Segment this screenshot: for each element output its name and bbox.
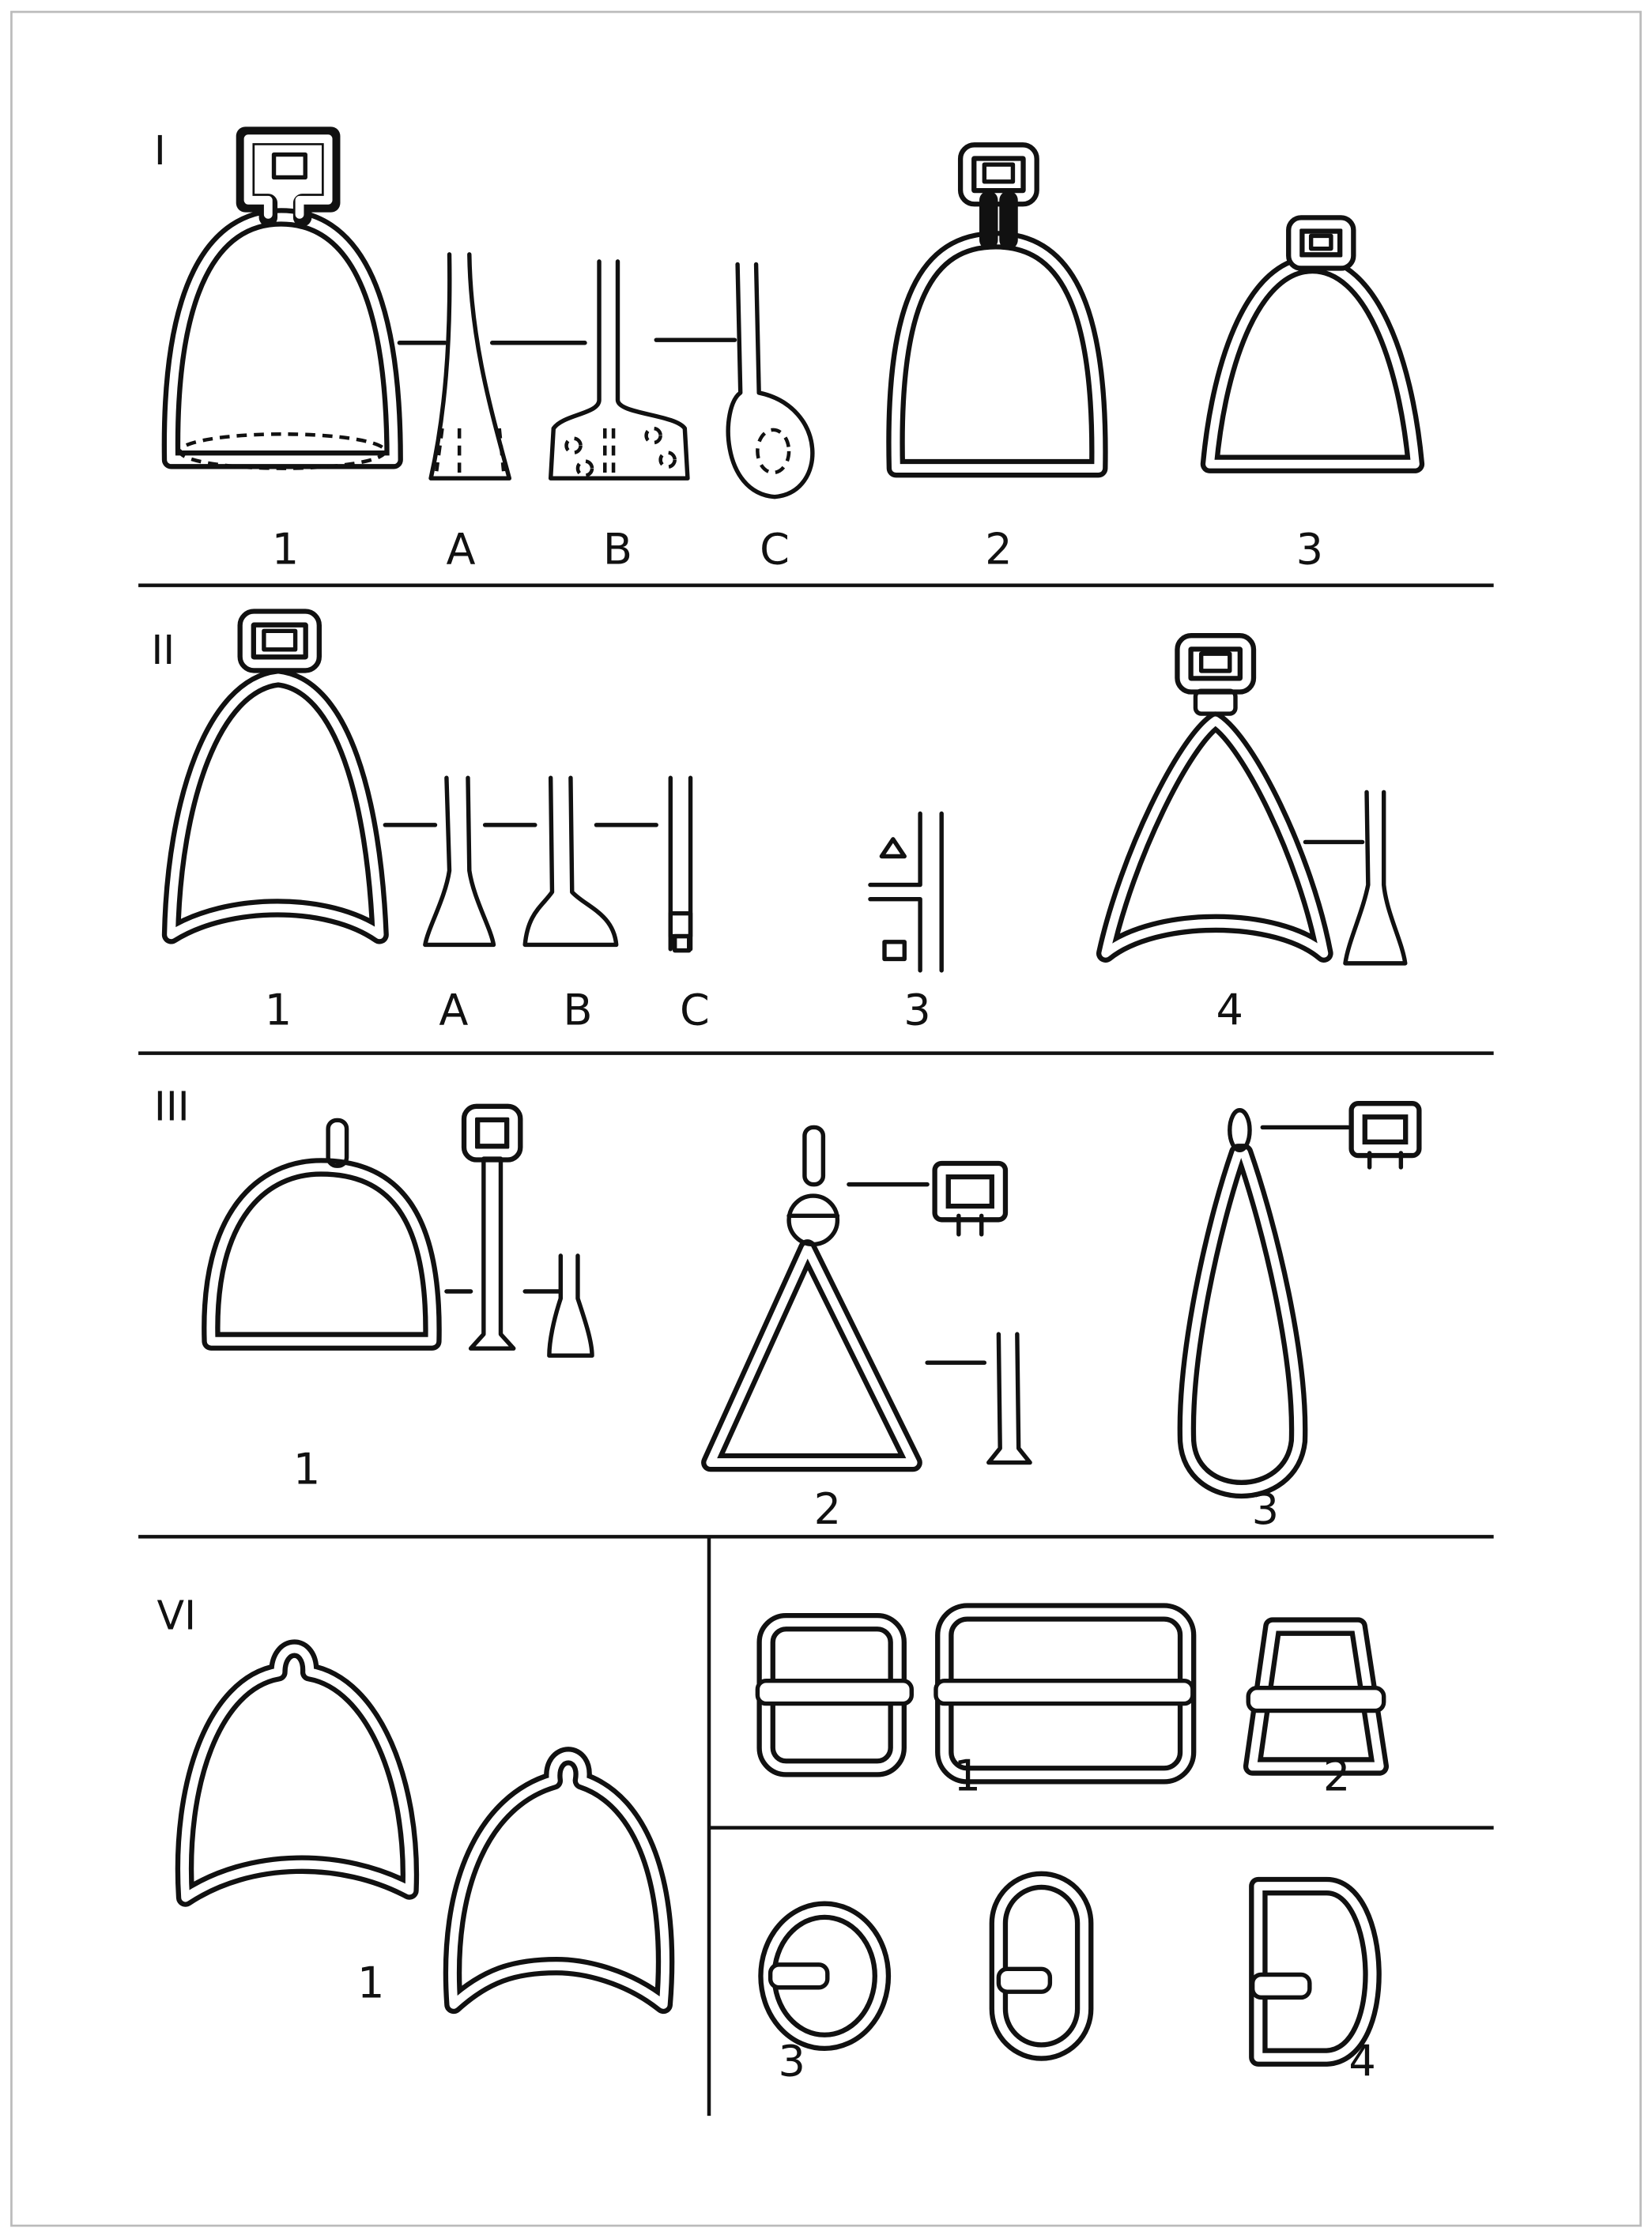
stirrup-I-3 xyxy=(1200,215,1425,473)
stirrup-I-1 xyxy=(161,126,403,470)
stirrup-VI-1b xyxy=(443,1747,675,2015)
buckle-3b xyxy=(989,1871,1094,2061)
figure-label: A xyxy=(446,525,475,575)
stirrup-I-2 xyxy=(886,142,1108,478)
section-II-C xyxy=(668,775,693,953)
section-label: III xyxy=(154,1083,190,1129)
figure-label: 4 xyxy=(1348,2037,1375,2086)
buckles-top: 1 2 xyxy=(755,1603,1390,1801)
stirrup-III-3 xyxy=(1177,1101,1422,1499)
stirrup-III-1 xyxy=(202,1103,594,1358)
figure-label: B xyxy=(603,525,632,575)
figure-label: B xyxy=(563,985,592,1035)
section-label: VI xyxy=(157,1593,196,1639)
section-I-B xyxy=(548,259,690,481)
figure-label: C xyxy=(760,525,790,575)
figure-label: 3 xyxy=(778,2037,805,2086)
figure-label: 3 xyxy=(1296,525,1323,575)
plate-border xyxy=(10,10,1642,2227)
section-label: II xyxy=(151,627,175,673)
figure-label: 1 xyxy=(272,525,299,575)
figure-label: 1 xyxy=(265,985,292,1035)
stirrup-II-1 xyxy=(161,609,389,944)
section-II: II 1 A B C 3 4 xyxy=(151,609,1408,1035)
figure-label: 1 xyxy=(953,1751,980,1801)
figure-label: A xyxy=(439,985,468,1035)
figure-label: 2 xyxy=(985,525,1012,575)
section-I-A xyxy=(428,252,512,481)
section-label: I xyxy=(154,127,166,174)
figure-label: 2 xyxy=(814,1484,841,1534)
figure-label: 3 xyxy=(903,985,930,1035)
stirrup-VI-1a xyxy=(175,1639,420,1907)
figure-label: 3 xyxy=(1252,1484,1279,1534)
figure-label: C xyxy=(680,985,710,1035)
section-III: III 1 2 3 xyxy=(154,1083,1422,1534)
figure-label: 1 xyxy=(293,1445,320,1495)
buckles-bottom: 3 4 xyxy=(758,1871,1382,2086)
section-VI: VI 1 xyxy=(157,1593,675,2015)
stirrup-III-2 xyxy=(701,1125,1032,1472)
figure-label: 2 xyxy=(1323,1751,1350,1801)
section-II-3 xyxy=(868,811,944,973)
section-I: I xyxy=(154,126,1425,575)
stirrup-II-4 xyxy=(1096,633,1408,966)
section-II-A xyxy=(423,775,496,948)
figure-label: 1 xyxy=(357,1958,384,2007)
figure-label: 4 xyxy=(1216,985,1243,1035)
section-I-C xyxy=(726,262,815,499)
section-II-B xyxy=(522,775,619,948)
